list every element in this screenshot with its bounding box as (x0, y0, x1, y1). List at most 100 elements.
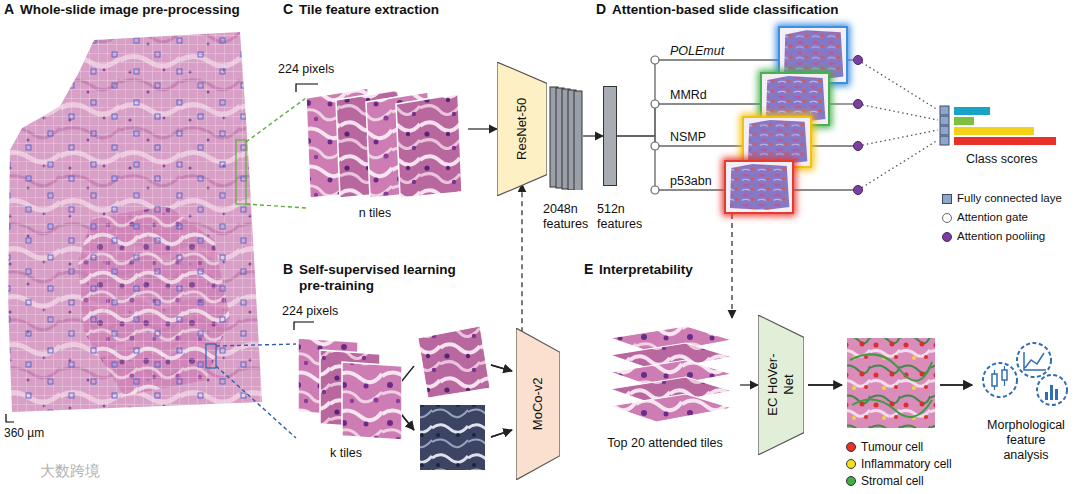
network-trapezoid: EC HoVer-Net (758, 315, 804, 455)
panel-heading: E (584, 261, 593, 278)
feature-maps (549, 84, 583, 190)
tile-stack: Top 20 attended tiles (590, 318, 740, 460)
size-bracket (296, 84, 318, 92)
panel-heading: D (596, 1, 606, 18)
flow-arrow (491, 365, 512, 371)
legend-text: Tumour cell (861, 440, 923, 454)
connector (812, 130, 938, 146)
tile-grid (8, 32, 262, 412)
tissue-section (8, 32, 262, 412)
node-label: MoCo-v2 (530, 359, 546, 449)
whole-slide-image (8, 32, 262, 412)
connector (617, 136, 724, 190)
tile-stack: k tiles (290, 328, 402, 466)
attention-gate (651, 186, 659, 194)
feature-vector: 512n features (603, 86, 617, 186)
connector-line (858, 104, 938, 120)
selected-tile (236, 140, 246, 204)
node-label: Top 20 attended tiles (590, 436, 740, 451)
feature-vector-shape (603, 86, 617, 186)
class-label: MMRd (670, 88, 707, 103)
flow-arrow (940, 384, 972, 385)
tile (396, 94, 462, 198)
heatmap-slide (744, 118, 810, 166)
fc-unit (940, 106, 949, 115)
score-bar (954, 127, 1034, 135)
node-label: ResNet-50 (514, 84, 530, 174)
segmentation-map (847, 338, 935, 428)
node-label: Class scores (966, 152, 1058, 167)
attention-gate (651, 100, 659, 108)
tile-images (290, 328, 402, 444)
class-label: POLEmut (670, 44, 724, 59)
attention-pooling (854, 186, 863, 195)
score-bar (954, 117, 974, 125)
legend-row: Attention gate (942, 211, 1028, 225)
connector (731, 214, 732, 318)
zoom-line (246, 98, 306, 208)
panel-heading: Self-supervised learning pre-training (299, 262, 475, 294)
fc-unit (940, 116, 949, 125)
boxplot (992, 374, 997, 386)
zoom-line (216, 344, 296, 438)
segmented-image (847, 338, 935, 428)
attention-pooling (854, 100, 863, 109)
legend-swatch (846, 442, 856, 452)
legend-row: Fully connected laye (942, 192, 1062, 206)
connector (583, 135, 603, 136)
annotation: 224 pixels (282, 304, 338, 319)
analysis-icons-art (978, 340, 1074, 410)
bar (1055, 389, 1058, 400)
node-label: Morphological feature analysis (983, 418, 1069, 463)
selected-tile (206, 344, 216, 368)
fc-unit (940, 136, 949, 145)
heatmap (730, 164, 789, 210)
attention-gate (651, 142, 659, 150)
panel-heading: Whole-slide image pre-processing (20, 2, 240, 18)
panel-heading: Attention-based slide classification (612, 2, 839, 18)
feature-map (574, 91, 582, 190)
annotation: 224 pixels (278, 62, 334, 77)
heatmap-slide (726, 162, 792, 212)
score-chart (938, 100, 1060, 150)
tile-images (300, 84, 468, 204)
node-label: EC HoVer-Net (765, 349, 796, 421)
panel-heading: Interpretability (599, 262, 693, 278)
legend-symbol (942, 213, 952, 223)
legend-text: Attention gate (957, 211, 1028, 225)
encoder-trapezoid: MoCo-v2 (516, 328, 560, 480)
trapezoid (497, 62, 547, 196)
connector (468, 128, 497, 129)
connector (830, 104, 938, 120)
legend-swatch (846, 476, 856, 486)
connector (794, 140, 938, 190)
connector-line (858, 140, 938, 190)
vector-bar (604, 87, 617, 186)
attention-pooling (854, 142, 863, 151)
legend-row: Inflammatory cell (846, 457, 952, 471)
connector-line (858, 130, 938, 146)
connector-line (858, 60, 938, 110)
tile-images (590, 318, 740, 434)
fc-unit (940, 126, 949, 135)
connector-line (812, 145, 858, 146)
scale-bar (6, 414, 14, 422)
node-label: 512n features (597, 202, 651, 232)
bar (1050, 385, 1053, 400)
tile-stack: n tiles (300, 84, 468, 224)
icon-ring (1017, 343, 1051, 377)
node-label: k tiles (300, 446, 392, 461)
augmented-tile (420, 405, 485, 470)
stroma-outline (850, 354, 932, 417)
annotation: 360 µm (4, 426, 44, 440)
encoder-trapezoid: ResNet-50 (497, 62, 547, 196)
score-bar (954, 137, 1056, 145)
boxplot (1002, 370, 1007, 380)
tile (610, 394, 732, 422)
trapezoid (516, 328, 560, 480)
node-label: 2048n features (543, 202, 593, 232)
bar (1045, 392, 1048, 400)
icon-ring (1037, 375, 1067, 405)
legend-symbol (942, 194, 952, 204)
